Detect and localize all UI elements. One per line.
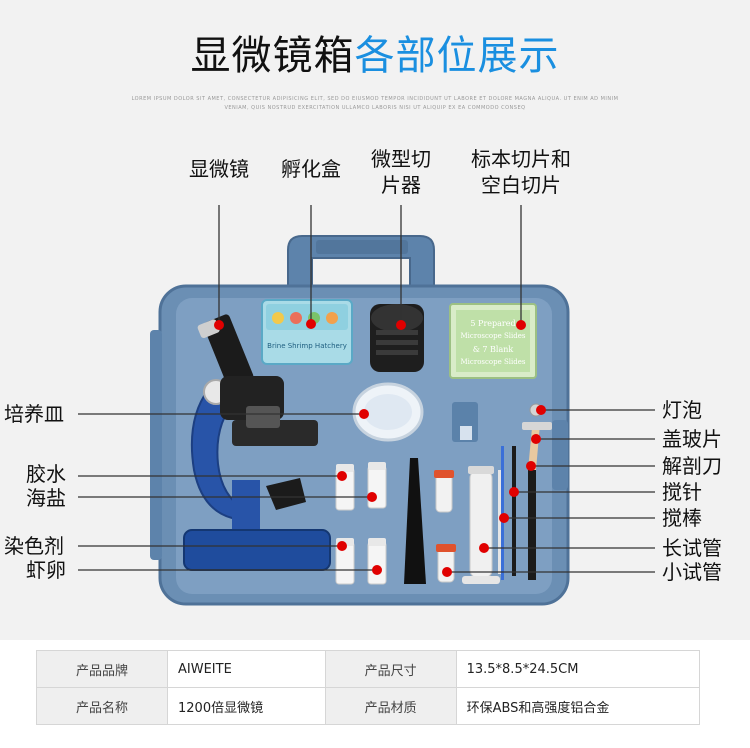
slides-label-3: & 7 Blank	[473, 345, 514, 354]
lamp-unit	[266, 478, 306, 510]
page-title: 显微镜箱各部位展示	[0, 30, 750, 82]
label-microtome: 微型切片器	[371, 147, 431, 197]
long-tube	[469, 469, 493, 579]
case-hinge	[150, 330, 162, 560]
hatchery-label: Brine Shrimp Hatchery	[267, 342, 347, 350]
title-main: 显微镜箱	[190, 33, 355, 79]
spec-value: 环保ABS和高强度铝合金	[455, 687, 701, 725]
table-row: 产品名称 1200倍显微镜 产品材质 环保ABS和高强度铝合金	[36, 687, 701, 725]
label-stir-rod: 搅棒	[662, 506, 702, 530]
small-tube-1	[435, 473, 453, 513]
spec-value: AIWEITE	[167, 650, 326, 688]
label-slides: 标本切片和空白切片	[471, 147, 571, 197]
spec-key: 产品尺寸	[324, 650, 457, 688]
slides-label-4: Microscope Slides	[461, 358, 526, 366]
spec-key: 产品材质	[324, 687, 457, 725]
probe	[512, 446, 516, 576]
table-row: 产品品牌 AIWEITE 产品尺寸 13.5*8.5*24.5CM	[36, 650, 701, 688]
handle-grip	[316, 240, 408, 254]
microscope-base	[183, 529, 331, 571]
product-image: 显微镜箱各部位展示 LOREM IPSUM DOLOR SIT AMET, CO…	[0, 0, 750, 640]
case-latch	[552, 420, 568, 490]
tweezers	[404, 458, 426, 584]
label-cover-glass: 盖玻片	[662, 427, 722, 451]
label-stain: 染色剂	[4, 534, 64, 558]
small-tube-2	[437, 547, 455, 583]
label-knife: 解剖刀	[662, 454, 722, 478]
spec-table: 产品品牌 AIWEITE 产品尺寸 13.5*8.5*24.5CM 产品名称 1…	[36, 650, 701, 725]
label-microscope: 显微镜	[189, 157, 249, 181]
leader-lines	[78, 205, 655, 573]
label-bulb: 灯泡	[662, 398, 702, 422]
label-petri-dish: 培养皿	[4, 402, 64, 426]
dissecting-knife	[528, 470, 536, 580]
title-highlight: 各部位展示	[354, 33, 560, 79]
label-probe: 搅针	[662, 480, 702, 504]
spec-key: 产品名称	[36, 687, 168, 725]
markers	[214, 319, 546, 577]
spec-value: 13.5*8.5*24.5CM	[455, 650, 701, 688]
title-subtext: LOREM IPSUM DOLOR SIT AMET, CONSECTETUR …	[131, 96, 619, 111]
spec-value: 1200倍显微镜	[167, 687, 326, 725]
cover-glass	[522, 422, 552, 430]
microscope-pillar	[232, 480, 260, 532]
slides-label-1: 5 Prepared	[470, 319, 515, 328]
stir-rod	[498, 470, 502, 574]
label-hatchery: 孵化盒	[281, 157, 341, 181]
label-sea-salt: 海盐	[26, 486, 66, 510]
label-small-tube: 小试管	[662, 560, 722, 584]
label-long-tube: 长试管	[662, 536, 722, 560]
slides-label-2: Microscope Slides	[461, 332, 526, 340]
kit-diagram: Brine Shrimp Hatchery 5 Prepared Microsc…	[78, 205, 655, 606]
label-glue: 胶水	[26, 462, 66, 486]
label-shrimp-eggs: 虾卵	[26, 558, 66, 582]
spec-key: 产品品牌	[36, 650, 168, 688]
